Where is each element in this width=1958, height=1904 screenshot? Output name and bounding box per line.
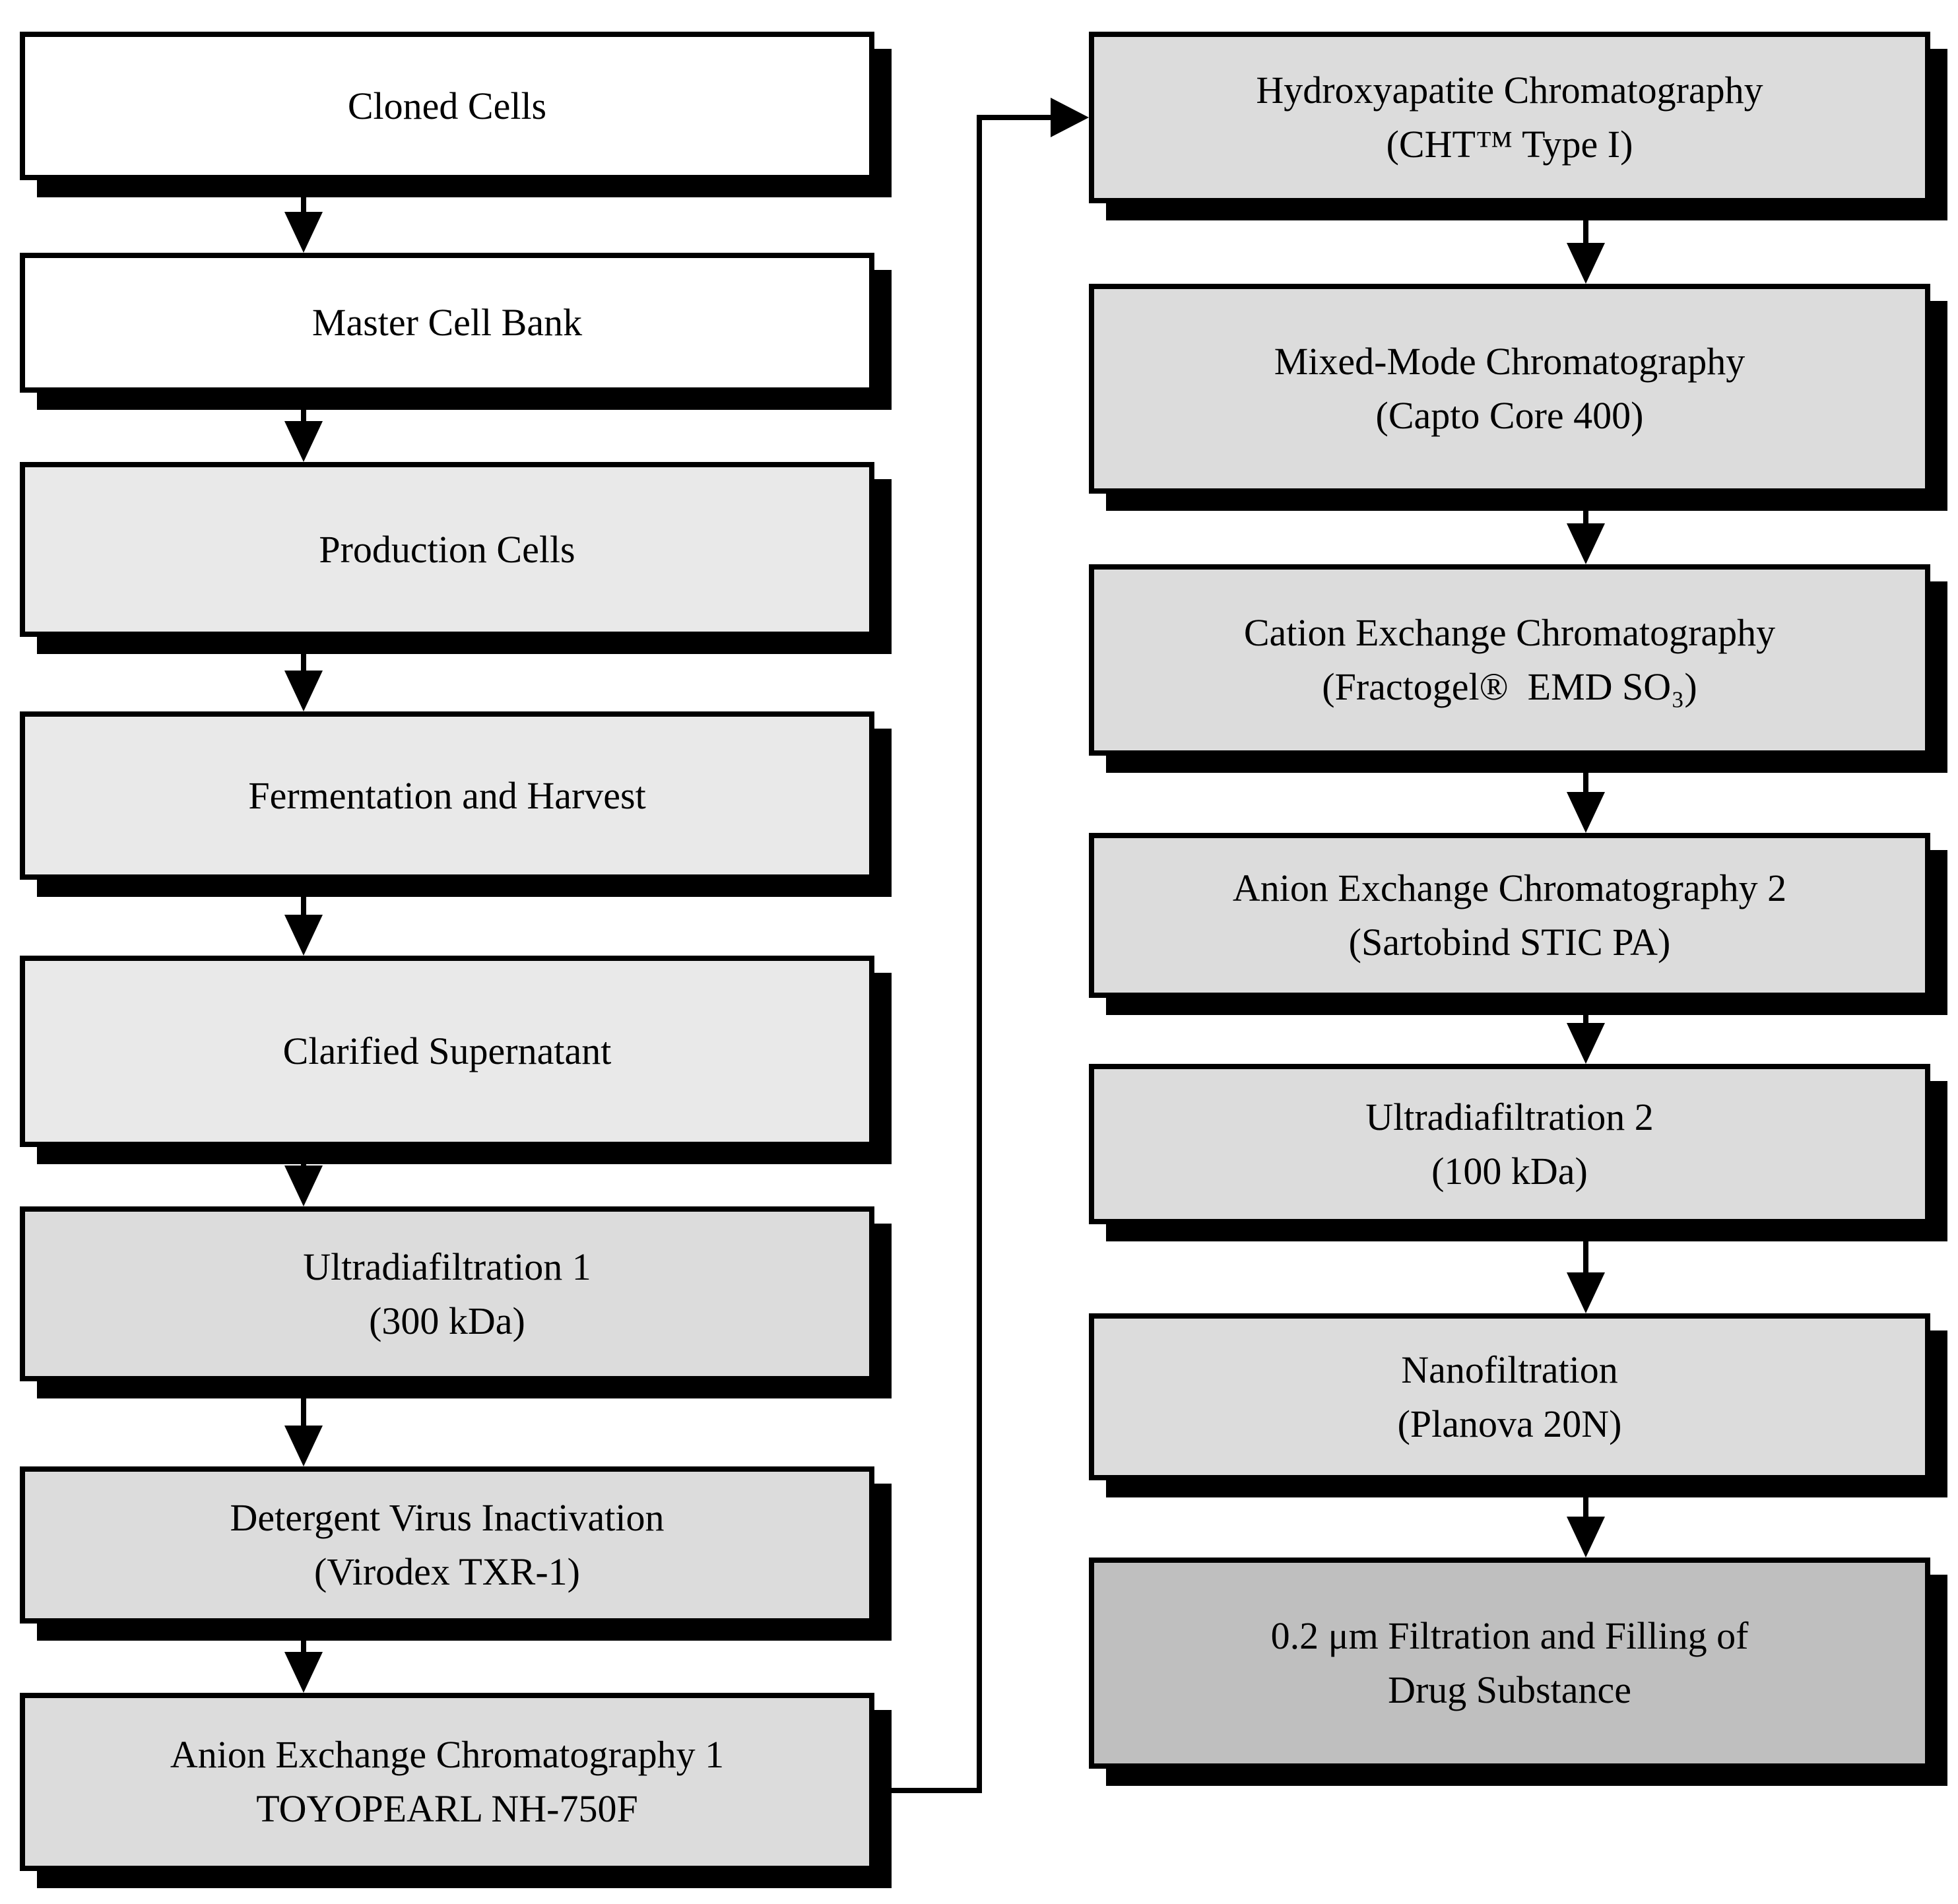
box-sublabel: Drug Substance — [1388, 1668, 1631, 1711]
connector-vertical — [977, 115, 982, 1793]
down-arrow-stem — [301, 179, 306, 213]
box-cation-exchange-chromatography: Cation Exchange Chromatography (Fractoge… — [1089, 564, 1930, 756]
box-sublabel: (CHT™ Type I) — [1386, 123, 1633, 166]
box-nanofiltration: Nanofiltration (Planova 20N) — [1089, 1313, 1930, 1480]
box-anion-exchange-chromatography-2: Anion Exchange Chromatography 2 (Sartobi… — [1089, 833, 1930, 998]
box-sublabel: (Planova 20N) — [1397, 1402, 1622, 1445]
box-clarified-supernatant: Clarified Supernatant — [20, 956, 874, 1147]
box-ultradiafiltration-2: Ultradiafiltration 2 (100 kDa) — [1089, 1064, 1930, 1224]
down-arrow — [284, 391, 323, 462]
down-arrow — [284, 1622, 323, 1693]
down-arrow-head — [284, 421, 323, 462]
box-master-cell-bank: Master Cell Bank — [20, 253, 874, 393]
box-label: Cation Exchange Chromatography — [1243, 611, 1776, 654]
down-arrow-stem — [301, 391, 306, 422]
box-label: Mixed-Mode Chromatography — [1274, 340, 1746, 383]
connector-arrowhead — [1051, 98, 1089, 137]
box-sublabel: (Fractogel® EMD SO₃) — [1322, 665, 1697, 708]
down-arrow-head — [1567, 1023, 1605, 1064]
down-arrow — [1567, 754, 1605, 833]
down-arrow — [1567, 997, 1605, 1064]
box-label: Cloned Cells — [347, 84, 547, 127]
down-arrow-stem — [1583, 492, 1588, 525]
down-arrow — [284, 179, 323, 253]
down-arrow-stem — [301, 1146, 306, 1167]
connector-horizontal-bottom — [874, 1788, 982, 1793]
down-arrow — [1567, 492, 1605, 564]
down-arrow-head — [1567, 1517, 1605, 1558]
box-sublabel: TOYOPEARL NH-750F — [256, 1787, 638, 1830]
down-arrow-head — [284, 1426, 323, 1466]
box-label: Detergent Virus Inactivation — [230, 1496, 665, 1539]
box-label: Fermentation and Harvest — [248, 773, 646, 817]
box-sublabel: (100 kDa) — [1431, 1149, 1588, 1193]
down-arrow-head — [284, 1165, 323, 1206]
down-arrow-stem — [1583, 1223, 1588, 1274]
down-arrow-head — [284, 915, 323, 956]
box-label: Clarified Supernatant — [282, 1030, 612, 1072]
down-arrow-stem — [1583, 754, 1588, 793]
box-sublabel: (Virodex TXR-1) — [314, 1550, 580, 1593]
box-label: Ultradiafiltration 1 — [303, 1245, 591, 1288]
down-arrow-head — [1567, 792, 1605, 833]
box-mixed-mode-chromatography: Mixed-Mode Chromatography (Capto Core 40… — [1089, 284, 1930, 494]
down-arrow-head — [284, 212, 323, 253]
down-arrow-stem — [301, 1380, 306, 1427]
box-cloned-cells: Cloned Cells — [20, 32, 874, 180]
box-fermentation-and-harvest: Fermentation and Harvest — [20, 711, 874, 880]
down-arrow — [1567, 1223, 1605, 1313]
down-arrow-head — [1567, 1272, 1605, 1313]
box-label: Ultradiafiltration 2 — [1365, 1095, 1654, 1138]
box-label: Anion Exchange Chromatography 1 — [170, 1733, 725, 1776]
down-arrow-head — [284, 1652, 323, 1693]
down-arrow — [284, 878, 323, 956]
box-sublabel: (Sartobind STIC PA) — [1348, 921, 1671, 964]
box-filtration-and-filling: 0.2 μm Filtration and Filling of Drug Su… — [1089, 1558, 1930, 1769]
down-arrow — [284, 1380, 323, 1466]
down-arrow — [284, 1146, 323, 1206]
connector-horizontal-top — [982, 115, 1051, 120]
down-arrow-stem — [301, 636, 306, 672]
box-hydroxyapatite-chromatography: Hydroxyapatite Chromatography (CHT™ Type… — [1089, 32, 1930, 203]
down-arrow-stem — [301, 1622, 306, 1653]
box-production-cells: Production Cells — [20, 462, 874, 637]
box-label: Anion Exchange Chromatography 2 — [1232, 867, 1787, 909]
down-arrow-head — [1567, 523, 1605, 564]
down-arrow-head — [284, 671, 323, 711]
box-anion-exchange-chromatography-1: Anion Exchange Chromatography 1 TOYOPEAR… — [20, 1693, 874, 1871]
down-arrow — [1567, 1479, 1605, 1558]
down-arrow-stem — [301, 878, 306, 916]
box-sublabel: (Capto Core 400) — [1375, 394, 1644, 437]
box-label: Nanofiltration — [1401, 1348, 1618, 1391]
down-arrow — [1567, 202, 1605, 284]
box-label: Production Cells — [319, 527, 575, 571]
down-arrow-stem — [1583, 997, 1588, 1024]
box-label: 0.2 μm Filtration and Filling of — [1270, 1614, 1749, 1657]
box-ultradiafiltration-1: Ultradiafiltration 1 (300 kDa) — [20, 1206, 874, 1381]
box-detergent-virus-inactivation: Detergent Virus Inactivation (Virodex TX… — [20, 1466, 874, 1624]
box-label: Hydroxyapatite Chromatography — [1256, 69, 1763, 112]
box-label: Master Cell Bank — [311, 301, 583, 344]
down-arrow-stem — [1583, 202, 1588, 244]
box-sublabel: (300 kDa) — [369, 1299, 525, 1342]
down-arrow — [284, 636, 323, 711]
down-arrow-stem — [1583, 1479, 1588, 1518]
down-arrow-head — [1567, 243, 1605, 284]
